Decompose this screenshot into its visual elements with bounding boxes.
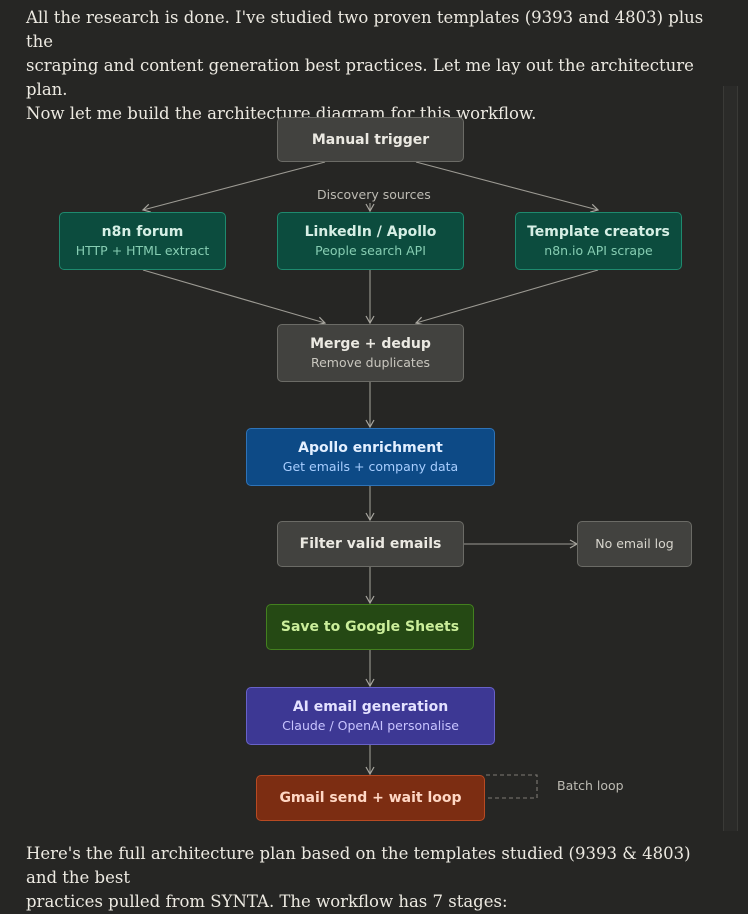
node-title: Merge + dedup: [310, 336, 431, 352]
ai-email-generation-node[interactable]: AI email generation Claude / OpenAI pers…: [246, 687, 495, 745]
intro-text: All the research is done. I've studied t…: [26, 6, 716, 126]
node-subtitle: HTTP + HTML extract: [75, 243, 210, 258]
batch-loop-edge: [486, 774, 538, 799]
intro-line: scraping and content generation best pra…: [26, 56, 694, 99]
discovery-sources-label: Discovery sources: [317, 187, 431, 202]
node-title: n8n forum: [101, 224, 184, 240]
merge-dedup-node[interactable]: Merge + dedup Remove duplicates: [277, 324, 464, 382]
edge-trigger-creators: [415, 161, 600, 213]
template-creators-node[interactable]: Template creators n8n.io API scrape: [515, 212, 682, 270]
node-subtitle: Remove duplicates: [310, 355, 431, 370]
node-subtitle: People search API: [315, 243, 426, 258]
edge-creators-merge: [414, 269, 599, 326]
no-email-log-node[interactable]: No email log: [577, 521, 692, 567]
outro-text: Here's the full architecture plan based …: [26, 842, 716, 914]
node-title: Template creators: [527, 224, 670, 240]
node-title: Save to Google Sheets: [280, 619, 460, 635]
batch-loop-label: Batch loop: [557, 778, 624, 793]
node-title: LinkedIn / Apollo: [304, 224, 437, 240]
apollo-enrichment-node[interactable]: Apollo enrichment Get emails + company d…: [246, 428, 495, 486]
node-subtitle: Get emails + company data: [282, 459, 459, 474]
node-subtitle: Claude / OpenAI personalise: [282, 718, 459, 733]
node-title: No email log: [595, 536, 674, 551]
manual-trigger-node[interactable]: Manual trigger: [277, 117, 464, 162]
node-title: AI email generation: [292, 699, 449, 715]
n8n-forum-node[interactable]: n8n forum HTTP + HTML extract: [59, 212, 226, 270]
node-title: Filter valid emails: [299, 536, 442, 552]
edge-trigger-forum: [141, 161, 326, 213]
node-title: Apollo enrichment: [298, 440, 443, 456]
node-title: Gmail send + wait loop: [279, 790, 462, 806]
filter-valid-emails-node[interactable]: Filter valid emails: [277, 521, 464, 567]
outro-line: Here's the full architecture plan based …: [26, 844, 691, 887]
gmail-send-node[interactable]: Gmail send + wait loop: [256, 775, 485, 821]
edge-forum-merge: [142, 269, 327, 326]
diagram-scrollbar[interactable]: [723, 86, 738, 831]
linkedin-apollo-node[interactable]: LinkedIn / Apollo People search API: [277, 212, 464, 270]
node-title: Manual trigger: [311, 131, 430, 148]
save-google-sheets-node[interactable]: Save to Google Sheets: [266, 604, 474, 650]
outro-line: practices pulled from SYNTA. The workflo…: [26, 892, 508, 911]
node-subtitle: n8n.io API scrape: [544, 243, 653, 258]
intro-line: All the research is done. I've studied t…: [26, 8, 704, 51]
